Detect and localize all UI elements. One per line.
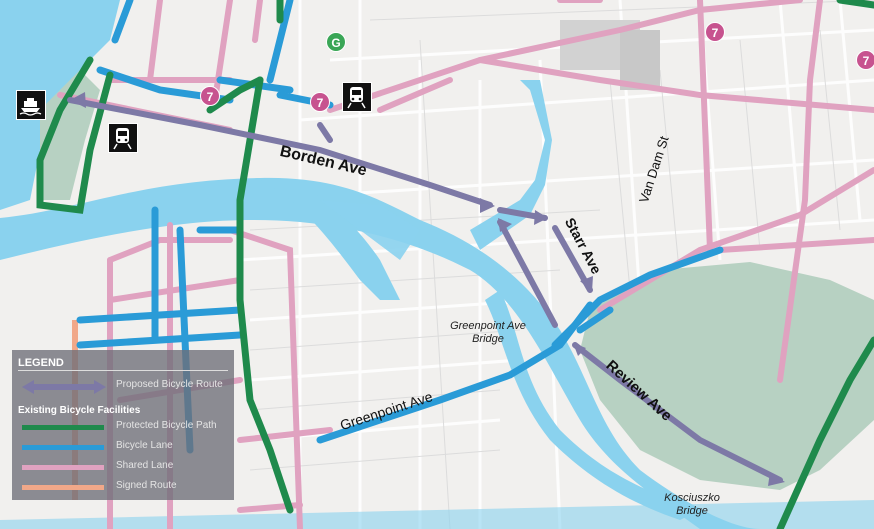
legend-swatch: [22, 485, 104, 490]
proposed-routes: [67, 97, 783, 483]
legend-label: Signed Route: [116, 480, 177, 491]
route-7-badge: 7: [310, 92, 330, 112]
legend-swatch: [22, 445, 104, 450]
legend-label: Protected Bicycle Path: [116, 420, 217, 431]
legend-label: Proposed Bicycle Route: [116, 379, 223, 390]
route-7-badge: 7: [705, 22, 725, 42]
legend-item-proposed: Proposed Bicycle Route: [12, 378, 234, 394]
legend-label: Shared Lane: [116, 460, 174, 471]
legend-item-shared-lane: Shared Lane: [12, 459, 234, 475]
legend-subtitle: Existing Bicycle Facilities: [18, 405, 141, 416]
route-7-badge: 7: [200, 86, 220, 106]
legend-swatch: [22, 425, 104, 430]
protected-paths: [36, 0, 874, 529]
map-legend: LEGEND Proposed Bicycle Route Existing B…: [12, 350, 234, 500]
route-g-badge: G: [326, 32, 346, 52]
ferry-icon: [16, 90, 46, 120]
legend-divider: [18, 370, 228, 371]
kosciuszko-bridge-label: Kosciuszko Bridge: [664, 492, 720, 517]
street-grid-thin: [249, 0, 874, 529]
legend-item-signed-route: Signed Route: [12, 479, 234, 495]
train-icon: [342, 82, 372, 112]
legend-item-protected: Protected Bicycle Path: [12, 419, 234, 435]
route-7-badge: 7: [856, 50, 874, 70]
legend-title: LEGEND: [18, 357, 64, 369]
proposed-arrow-icon: [22, 380, 106, 394]
proposed-arrowheads: [70, 92, 785, 486]
parks: [40, 20, 874, 490]
greenpoint-ave-bridge-label: Greenpoint Ave Bridge: [450, 320, 526, 345]
legend-label: Bicycle Lane: [116, 440, 173, 451]
legend-item-bike-lane: Bicycle Lane: [12, 439, 234, 455]
legend-swatch: [22, 465, 104, 470]
train-icon: [108, 123, 138, 153]
street-grid: [239, 0, 874, 529]
